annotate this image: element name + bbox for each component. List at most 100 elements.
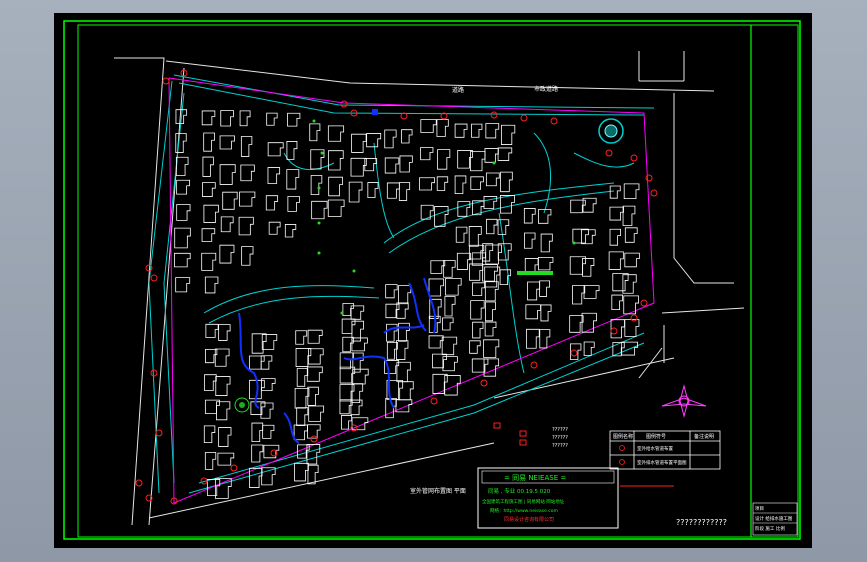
- title-box: = 同易 NEIEASE = 同易 , 专业 00.19.5 020 全国建筑工…: [477, 467, 619, 529]
- legend-header-2: 图例符号: [646, 433, 666, 440]
- building: [307, 424, 321, 439]
- building: [470, 176, 484, 190]
- building: [176, 204, 191, 221]
- blue-valve: [372, 109, 378, 115]
- green-dot: [340, 311, 344, 315]
- building: [581, 229, 596, 245]
- building: [328, 176, 343, 197]
- building: [201, 228, 216, 242]
- red-marker: [645, 174, 653, 182]
- building: [287, 112, 301, 127]
- building: [624, 252, 640, 268]
- building: [540, 233, 553, 253]
- building: [442, 317, 454, 331]
- building: [175, 156, 189, 176]
- red-marker: [150, 274, 158, 282]
- building: [286, 141, 298, 160]
- building: [430, 260, 446, 274]
- legend-header-3: 备注说明: [694, 433, 714, 440]
- building: [622, 274, 637, 294]
- building: [386, 323, 398, 342]
- building: [307, 329, 323, 344]
- building: [296, 368, 309, 387]
- red-marker: [650, 189, 658, 197]
- building: [569, 256, 587, 275]
- building: [296, 407, 309, 427]
- green-dot: [572, 241, 576, 245]
- red-marker: [350, 424, 358, 432]
- building: [384, 129, 397, 149]
- red-marker: [630, 314, 638, 322]
- building: [204, 452, 217, 470]
- green-dot: [352, 269, 356, 273]
- building: [293, 424, 308, 441]
- building: [251, 444, 264, 463]
- red-marker: [135, 479, 143, 487]
- green-dot: [320, 151, 324, 155]
- building: [386, 182, 400, 199]
- building: [384, 157, 400, 174]
- building: [572, 285, 586, 305]
- building: [311, 200, 328, 220]
- building: [538, 256, 554, 271]
- building: [524, 232, 536, 249]
- building: [385, 303, 400, 319]
- building: [386, 380, 404, 400]
- building: [569, 315, 584, 333]
- building: [523, 208, 536, 224]
- green-dot: [312, 119, 316, 123]
- building: [241, 246, 254, 266]
- building: [398, 322, 410, 342]
- red-marker: [610, 327, 618, 335]
- building: [572, 228, 589, 244]
- red-pipe-markers: [135, 69, 658, 505]
- building: [437, 149, 451, 170]
- building: [202, 182, 216, 197]
- building: [444, 375, 461, 396]
- red-marker: [162, 77, 170, 85]
- building: [351, 383, 364, 404]
- building: [327, 199, 345, 217]
- building: [482, 243, 494, 262]
- red-marker: [155, 429, 163, 437]
- outer-frame: [63, 20, 801, 540]
- building: [203, 204, 219, 223]
- building: [441, 336, 458, 356]
- building: [484, 321, 497, 337]
- building: [608, 251, 624, 270]
- building: [611, 294, 623, 311]
- building: [482, 264, 498, 282]
- red-marker: [605, 149, 613, 157]
- building: [497, 243, 512, 261]
- red-marker: [440, 112, 448, 120]
- building: [351, 337, 368, 352]
- building: [265, 195, 279, 211]
- road-label-2: 市政道路: [534, 85, 558, 93]
- building: [262, 424, 275, 439]
- red-marker: [640, 299, 648, 307]
- internal-roads: [148, 74, 655, 494]
- building: [217, 452, 235, 466]
- red-marker: [570, 349, 578, 357]
- building: [623, 183, 640, 200]
- building: [220, 110, 234, 127]
- building: [309, 123, 321, 142]
- building: [204, 374, 217, 392]
- building: [395, 399, 413, 413]
- building: [205, 323, 219, 338]
- building: [527, 281, 541, 301]
- building: [499, 195, 515, 214]
- building: [295, 330, 308, 345]
- building: [432, 353, 447, 369]
- building: [339, 366, 356, 384]
- building: [436, 119, 449, 137]
- building: [398, 381, 414, 401]
- building: [483, 339, 500, 358]
- building: [266, 112, 278, 126]
- building: [569, 343, 582, 360]
- cad-drawing-canvas[interactable]: 道路 市政道路 室外管网布置图 平面 ???????????? ?????? ?…: [54, 13, 812, 548]
- title-line-2: 同易 , 专业 00.19.5 020: [488, 487, 551, 495]
- building: [497, 219, 510, 235]
- building: [367, 182, 379, 199]
- building-footprints: [174, 109, 640, 499]
